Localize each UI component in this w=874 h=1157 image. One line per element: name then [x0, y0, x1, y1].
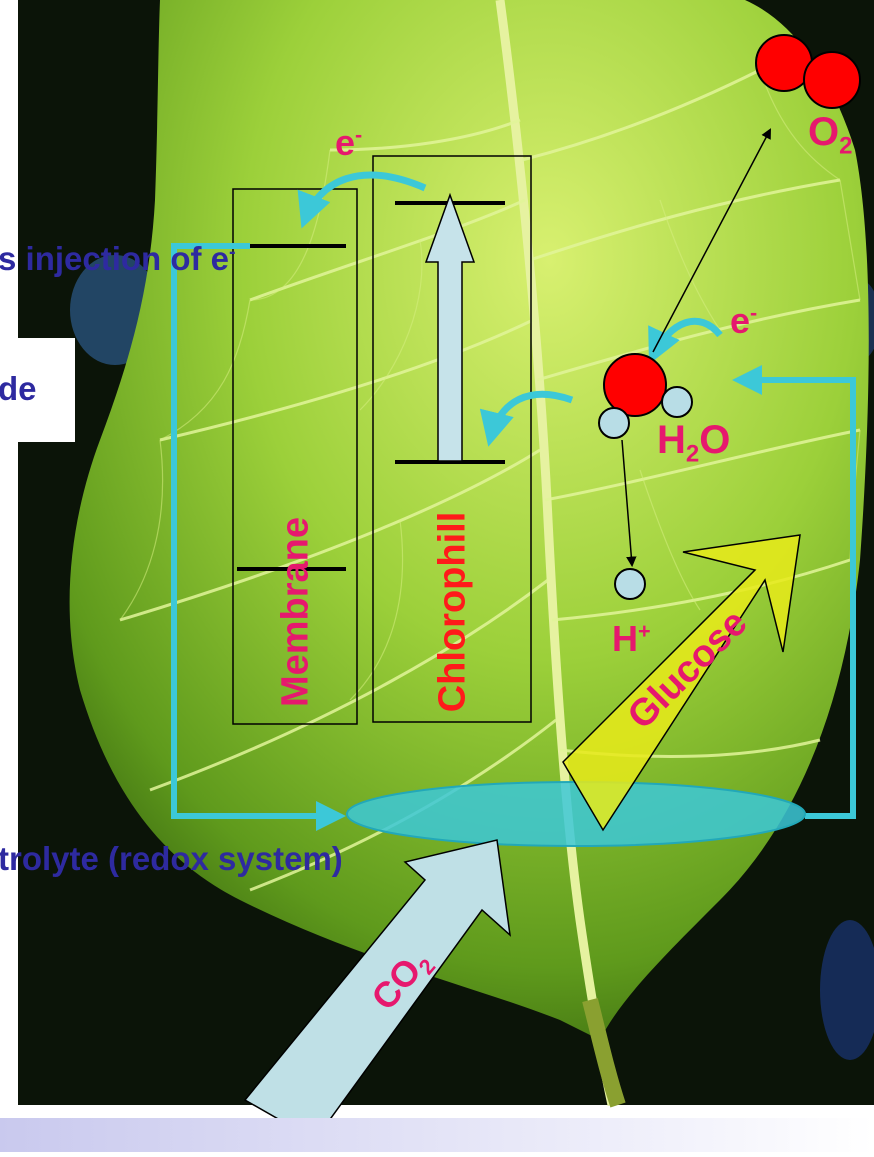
electron-right-superscript: -: [750, 300, 757, 325]
injection-superscript: -: [229, 241, 236, 263]
proton-superscript: +: [638, 618, 651, 643]
footer-strip: [0, 1118, 874, 1152]
proton-text: H: [612, 618, 638, 659]
membrane-label: Membrane: [275, 517, 318, 707]
electron-right-text: e: [730, 300, 750, 341]
electron-label-right: e-: [730, 300, 757, 342]
chlorophyll-text: Chlorophill: [432, 512, 474, 713]
h2o-subscript: 2: [686, 440, 699, 467]
electrolyte-ellipse: [347, 782, 805, 846]
proton-label: H+: [612, 618, 651, 660]
h2o-h-text: H: [657, 418, 686, 462]
injection-text: s injection of e: [0, 240, 229, 277]
electron-top-text: e: [335, 122, 355, 163]
h2o-label: H2O: [657, 418, 730, 468]
water-hydrogen-atom-1: [662, 387, 692, 417]
membrane-text: Membrane: [275, 517, 317, 707]
chlorophyll-label: Chlorophill: [432, 512, 475, 713]
o2-text: O: [808, 110, 839, 154]
electron-label-top: e-: [335, 122, 362, 164]
h2o-o-text: O: [699, 418, 730, 462]
proton-atom: [615, 569, 645, 599]
o2-subscript: 2: [839, 132, 852, 159]
oxygen-atom-2: [804, 52, 860, 108]
water-oxygen-atom: [604, 354, 666, 416]
o2-label: O2: [808, 110, 852, 160]
electrolyte-text: trolyte (redox system): [0, 840, 343, 877]
water-hydrogen-atom-2: [599, 408, 629, 438]
electron-top-superscript: -: [355, 122, 362, 147]
injection-label: s injection of e-: [0, 240, 236, 278]
electrode-text: de: [0, 370, 37, 407]
electrolyte-label: trolyte (redox system): [0, 840, 343, 878]
electrode-label: de: [0, 370, 37, 408]
